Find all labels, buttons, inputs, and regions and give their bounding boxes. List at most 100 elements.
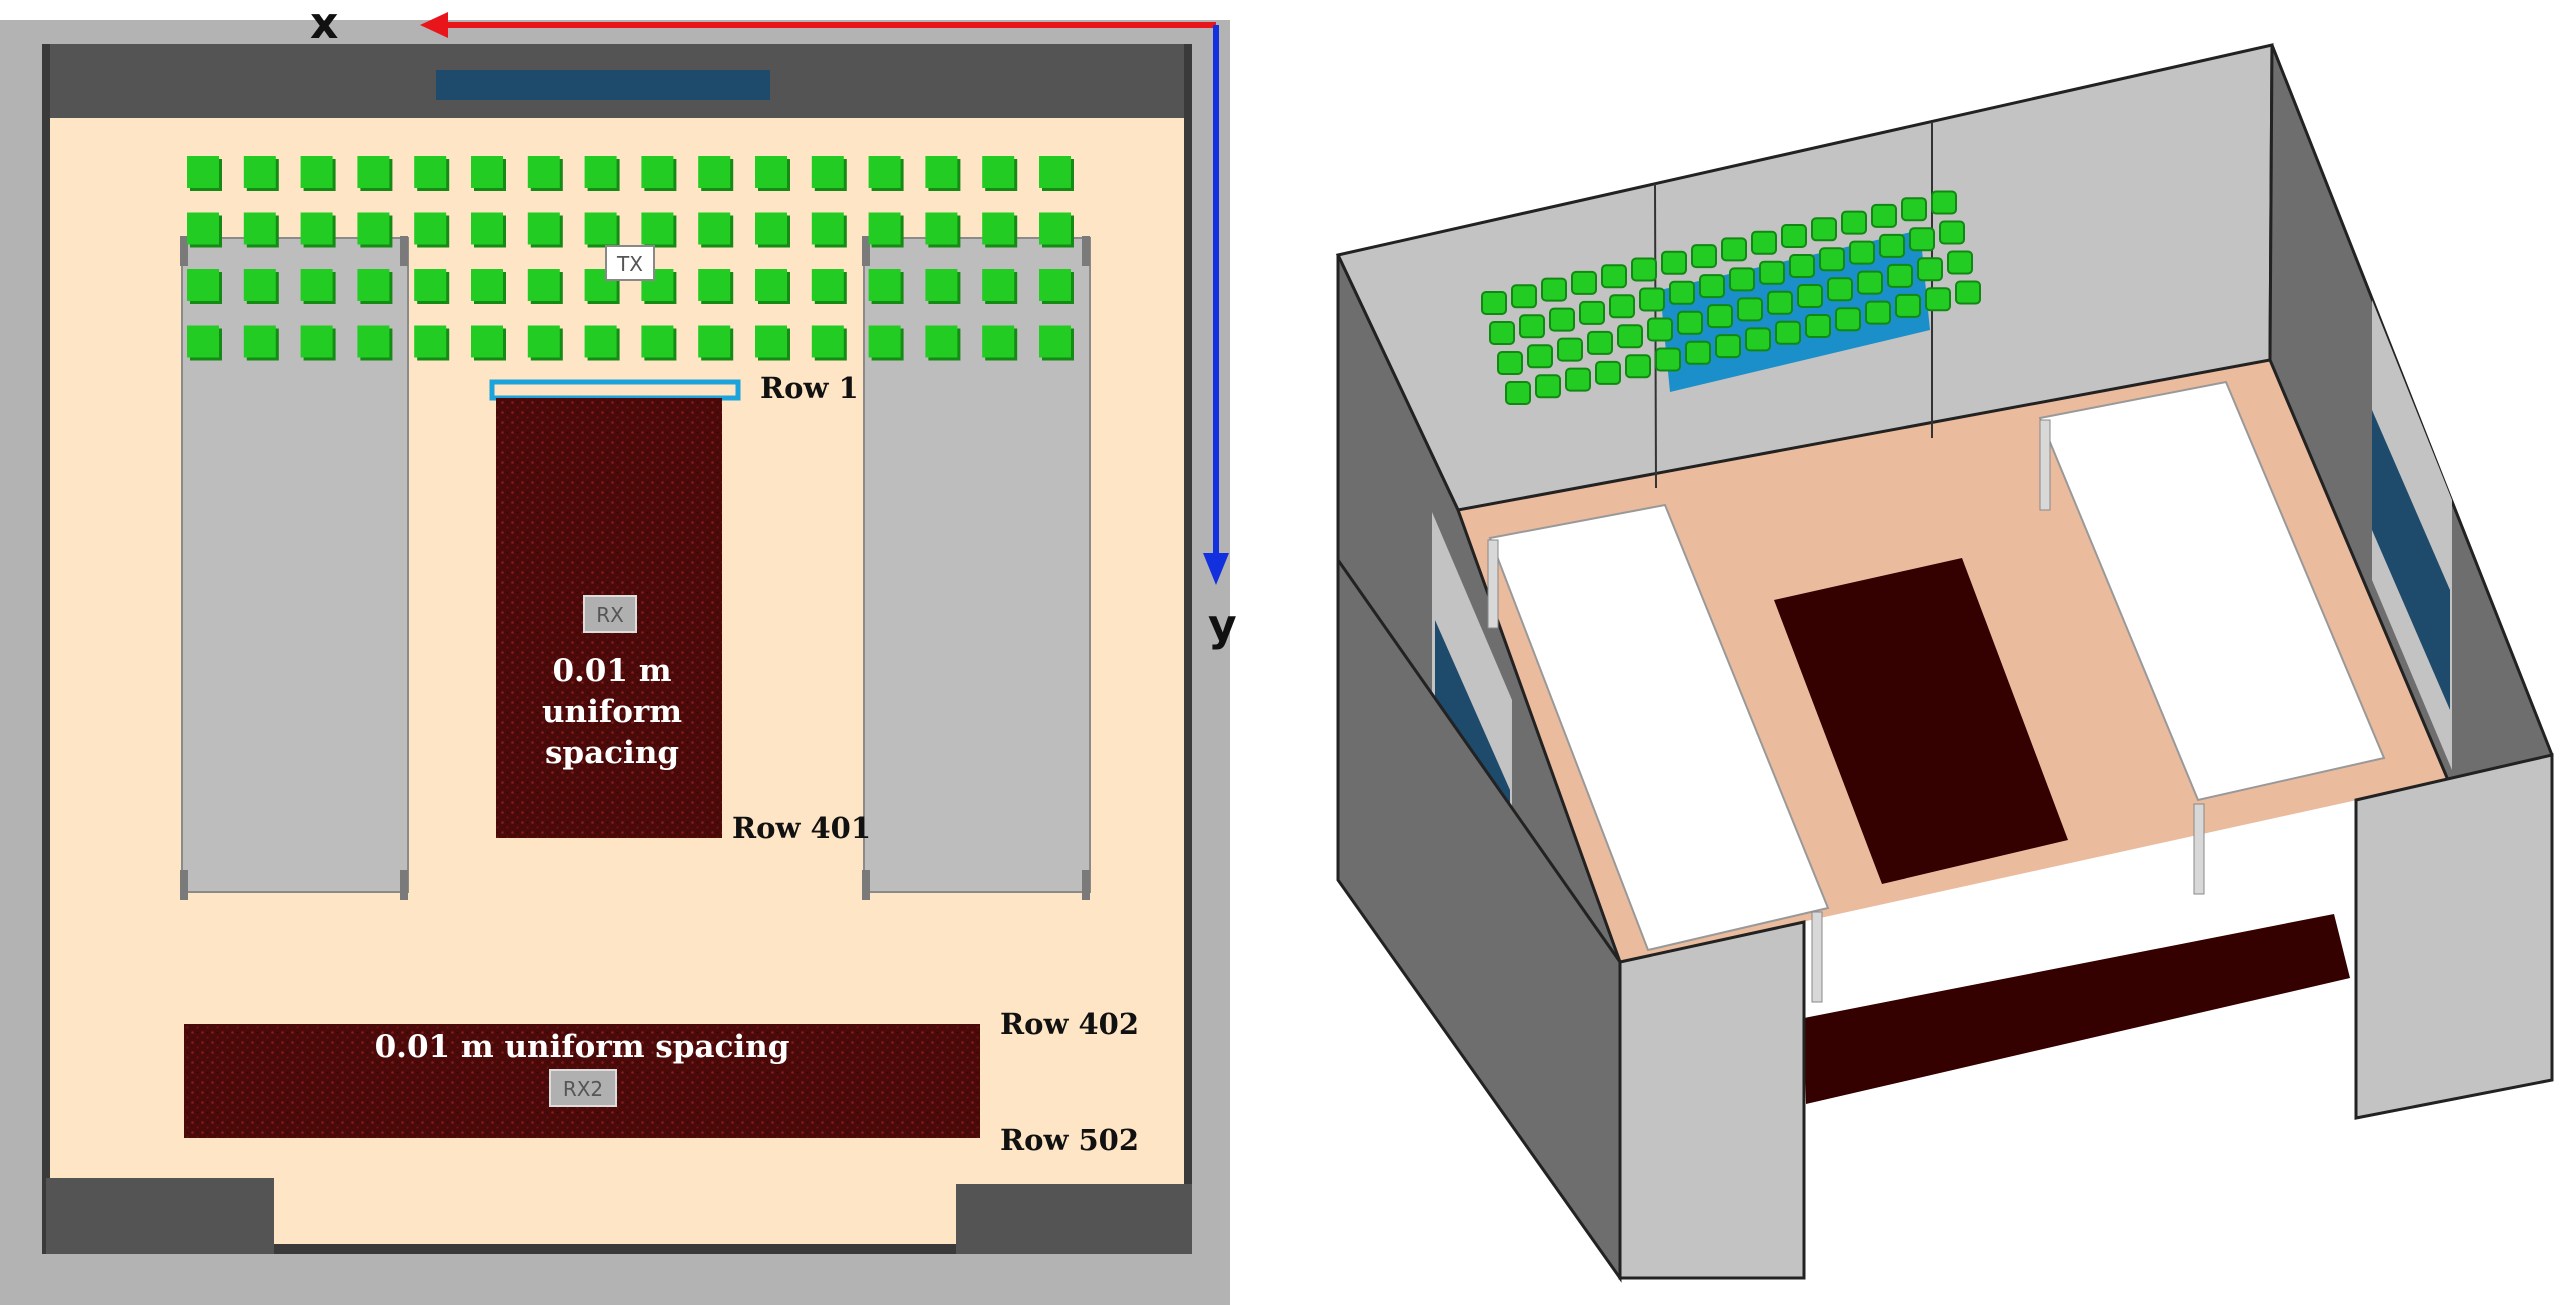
row401-label: Row 401	[732, 811, 871, 845]
seat-3d	[1601, 264, 1627, 289]
seat	[925, 269, 958, 301]
seat-3d	[1917, 257, 1943, 282]
seat	[243, 325, 276, 358]
front-pillar-right-3d	[2354, 753, 2554, 1120]
seat-3d	[1865, 300, 1891, 325]
seat-3d	[1489, 321, 1515, 345]
seat-3d	[1939, 220, 1965, 245]
seat	[698, 325, 731, 358]
seat	[811, 325, 844, 358]
seat	[187, 156, 219, 188]
y-axis-arrowhead	[1203, 553, 1229, 585]
seat	[982, 212, 1015, 245]
seat	[471, 269, 503, 301]
seat	[187, 212, 219, 245]
seat	[1039, 269, 1071, 301]
table-right-leg-3	[862, 870, 870, 900]
table-right-leg-2	[1082, 236, 1090, 266]
seat-3d	[1639, 287, 1665, 312]
seat	[584, 212, 617, 245]
seat-3d	[1745, 327, 1771, 352]
seat-3d	[1549, 307, 1575, 332]
x-axis-label: x	[310, 0, 338, 49]
right-window-3d	[2372, 410, 2450, 710]
seat-3d	[1871, 203, 1897, 228]
tx-label: TX	[616, 252, 643, 276]
corner-block-bottom-right	[956, 1184, 1192, 1254]
seat	[243, 156, 276, 188]
seat	[357, 325, 390, 358]
seat	[811, 212, 844, 245]
rx2-region: 0.01 m uniform spacing RX2	[184, 1024, 980, 1138]
seat-3d	[1505, 381, 1531, 405]
wall-right-edge	[1184, 44, 1192, 1254]
seat	[300, 269, 333, 301]
seat-3d	[1497, 351, 1523, 375]
walls	[42, 44, 1192, 1254]
seat-3d	[1819, 247, 1845, 272]
table-leg-3d-4	[2193, 803, 2205, 895]
seat-3d	[1677, 310, 1703, 335]
seat-3d	[1685, 340, 1711, 365]
seat-3d	[1857, 270, 1883, 295]
seat	[698, 212, 731, 245]
rx2-label: RX2	[563, 1077, 603, 1101]
seat	[414, 269, 447, 301]
table-right-leg-4	[1082, 870, 1090, 900]
seat	[641, 325, 674, 358]
seat	[868, 156, 901, 188]
table-leg-3d-1	[1487, 539, 1499, 629]
seat-3d	[1805, 314, 1831, 338]
perspective-3d-view	[1335, 43, 2554, 1283]
wall-top-left	[42, 44, 434, 118]
seat	[187, 325, 219, 358]
seat	[243, 212, 276, 245]
seat-3d	[1797, 284, 1823, 308]
seat	[300, 212, 333, 245]
rx2-spacing-label: 0.01 m uniform spacing	[375, 1029, 790, 1065]
seat-3d	[1841, 210, 1867, 235]
seat-3d	[1947, 250, 1973, 275]
seat	[527, 325, 560, 358]
seat	[584, 325, 617, 358]
row1-label: Row 1	[760, 371, 859, 405]
seat	[1039, 212, 1071, 245]
seat-grid	[187, 156, 1074, 361]
seat	[1039, 325, 1071, 358]
seat-3d	[1587, 330, 1613, 355]
seat-3d	[1909, 227, 1935, 252]
table-leg-3d-3	[2039, 419, 2051, 511]
seat	[414, 156, 447, 188]
seat-3d	[1527, 344, 1553, 369]
seat	[982, 269, 1015, 301]
seat-3d	[1557, 337, 1583, 362]
seat-3d	[1535, 374, 1561, 399]
rx-label: RX	[596, 603, 624, 627]
seat	[811, 269, 844, 301]
table-right-3d	[2038, 380, 2386, 802]
seat-3d	[1481, 291, 1507, 315]
rx1-region: RX 0.01 m uniform spacing	[496, 398, 722, 838]
seat-3d	[1887, 263, 1913, 288]
seat-3d	[1751, 230, 1777, 255]
row402-label: Row 402	[1000, 1007, 1139, 1041]
seat-3d	[1931, 190, 1957, 215]
seat	[357, 156, 390, 188]
seat-3d	[1901, 197, 1927, 222]
rx2-marker	[549, 1069, 617, 1107]
seat	[868, 212, 901, 245]
seat	[527, 269, 560, 301]
seat	[357, 269, 390, 301]
seat-3d	[1955, 280, 1981, 305]
seat	[414, 325, 447, 358]
table-leg-3d-2	[1811, 911, 1823, 1003]
seat-3d	[1565, 367, 1591, 392]
seat	[982, 156, 1015, 188]
seat-3d	[1511, 284, 1537, 309]
seat	[641, 212, 674, 245]
seat	[925, 156, 958, 188]
seat-3d	[1759, 260, 1785, 285]
seat	[698, 156, 731, 188]
seat-3d	[1631, 257, 1657, 282]
